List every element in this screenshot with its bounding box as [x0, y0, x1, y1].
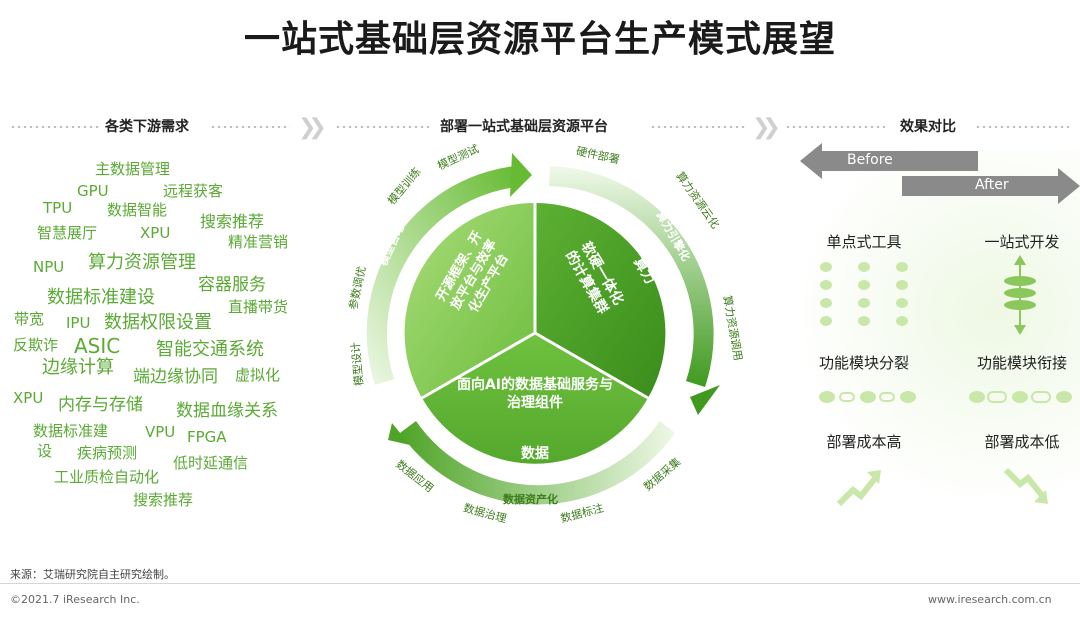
demand-word: TPU	[43, 199, 73, 217]
demand-word: 数据权限设置	[104, 312, 212, 333]
page-title: 一站式基础层资源平台生产模式展望	[243, 19, 836, 60]
arrow-head-icon	[388, 423, 410, 445]
demand-word: XPU	[140, 224, 171, 242]
demand-word: 疾病预测	[77, 444, 138, 462]
before-mid-label: 功能模块分裂	[818, 354, 909, 372]
demand-word: 容器服务	[198, 275, 266, 295]
after-mid-label: 功能模块衔接	[976, 354, 1067, 372]
demand-word: 搜索推荐	[133, 491, 194, 509]
source-note: 来源：艾瑞研究院自主研究绘制。	[10, 568, 175, 581]
cost-up-icon	[836, 470, 881, 507]
demand-word: 主数据管理	[95, 160, 171, 178]
demand-word: FPGA	[187, 428, 227, 446]
data-label: 数据	[521, 446, 549, 462]
demand-word: 工业质检自动化	[54, 468, 160, 486]
chevron-right-icon: ❯❯	[752, 115, 781, 140]
demand-word: XPU	[13, 389, 44, 407]
demand-word: 设	[37, 442, 53, 460]
section-platform-heading: 部署一站式基础层资源平台	[440, 119, 608, 135]
dotted-divider	[10, 126, 100, 128]
before-label: Before	[847, 152, 893, 168]
ring-arc-data	[400, 421, 675, 505]
dotted-divider	[975, 126, 1070, 128]
after-title: 一站式开发	[984, 233, 1060, 251]
demand-word: 搜索推荐	[200, 212, 265, 231]
demand-word: 低时延通信	[173, 454, 249, 472]
demand-word: 数据智能	[107, 201, 168, 219]
demand-word: NPU	[33, 258, 65, 276]
dotted-divider	[210, 126, 290, 128]
demand-word: 带宽	[14, 310, 45, 328]
demand-word: 数据标准建设	[47, 287, 155, 308]
website: www.iresearch.com.cn	[928, 593, 1052, 606]
demand-word: 数据血缘关系	[176, 401, 278, 421]
broken-link-icon	[819, 391, 916, 403]
demand-word: VPU	[145, 423, 176, 441]
demand-word: 内存与存储	[58, 395, 143, 415]
platform-wheel-diagram	[366, 153, 720, 505]
demand-word: 数据标准建	[33, 422, 109, 440]
compare-panel-background	[790, 150, 1080, 510]
demand-word: 端边缘协同	[133, 367, 218, 387]
ring-arc-compute	[549, 166, 714, 387]
demand-word-cloud: 主数据管理 GPU 远程获客 TPU 数据智能 搜索推荐 智慧展厅 XPU 精准…	[0, 0, 320, 560]
copyright: ©2021.7 iResearch Inc.	[10, 593, 140, 606]
demand-word: 虚拟化	[235, 366, 281, 384]
before-title: 单点式工具	[826, 233, 902, 251]
demand-word: 算力资源管理	[88, 252, 196, 273]
dotted-divider	[785, 126, 885, 128]
demand-word: 智能交通系统	[156, 339, 264, 360]
separate-modules-icon	[820, 262, 920, 332]
section-compare-heading: 效果对比	[900, 119, 956, 135]
section-demands-heading: 各类下游需求	[105, 119, 189, 135]
data-description: 面向AI的数据基础服务与治理组件	[456, 377, 614, 412]
ring-arc-model	[366, 166, 517, 385]
sector-algorithm	[404, 202, 535, 398]
after-bottom-label: 部署成本低	[984, 433, 1060, 451]
demand-word: 反欺诈	[13, 336, 59, 354]
demand-word: 精准营销	[228, 233, 289, 251]
after-arrow	[902, 168, 1080, 204]
arrow-head-icon	[690, 385, 720, 415]
demand-word: ASIC	[74, 334, 121, 358]
demand-word: IPU	[66, 314, 91, 332]
demand-word: 边缘计算	[42, 357, 114, 378]
before-bottom-label: 部署成本高	[826, 433, 902, 451]
demand-word: 远程获客	[163, 182, 224, 200]
cost-down-icon	[1003, 467, 1048, 504]
dotted-divider	[335, 126, 430, 128]
demand-word: GPU	[77, 182, 109, 200]
demand-word: 直播带货	[228, 298, 289, 316]
link-icon	[969, 391, 1072, 403]
dotted-divider	[650, 126, 745, 128]
arrow-head-icon	[510, 153, 532, 197]
footer-divider	[0, 583, 1080, 584]
demand-word: 智慧展厅	[37, 224, 98, 242]
after-label: After	[975, 177, 1009, 193]
sector-compute	[535, 202, 666, 398]
ring-label: 数据资产化	[503, 493, 558, 506]
integrated-modules-icon	[1004, 255, 1036, 335]
before-arrow	[800, 143, 978, 179]
